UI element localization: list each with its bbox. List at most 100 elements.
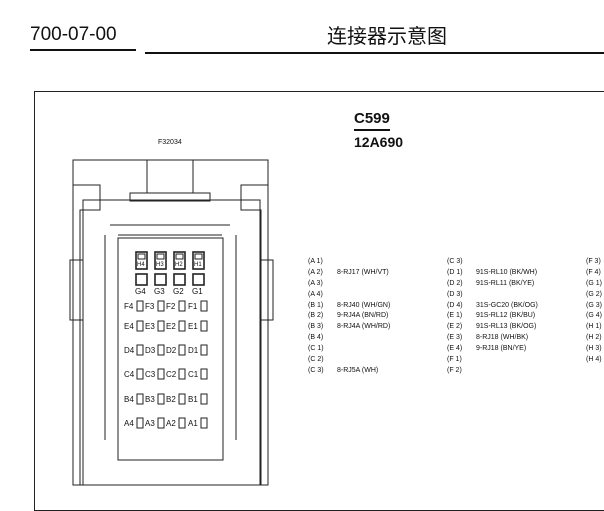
- connector-right-tab: [260, 259, 274, 321]
- connector-top-latch: [146, 159, 194, 194]
- pin-label: C2: [166, 370, 177, 379]
- pin-row: (D 1)91S-RL10 (BK/WH): [447, 268, 538, 279]
- pin-row: (F 1): [447, 355, 538, 366]
- connector-latch-ledge: [129, 192, 211, 202]
- pin-row: (G 4): [586, 311, 604, 322]
- terminal-cavity: [136, 417, 144, 429]
- connector-inner-shell: [82, 199, 261, 486]
- terminal-h-window: [156, 253, 165, 260]
- terminal-h: [154, 251, 167, 270]
- pin-label: F4: [124, 302, 134, 311]
- pin-label: G4: [135, 287, 146, 296]
- terminal-h: [173, 251, 186, 270]
- pin-row: (H 3): [586, 344, 604, 355]
- pin-row: (G 3): [586, 301, 604, 312]
- pin-row: (F 3): [586, 257, 604, 268]
- pin-id: (C 1): [308, 345, 324, 353]
- terminal-g: [154, 273, 167, 286]
- pin-id: (E 2): [447, 323, 463, 331]
- terminal-g: [173, 273, 186, 286]
- wire-circuit: 91S-RL10 (BK/WH): [476, 268, 538, 276]
- pin-id: (G 1): [586, 279, 602, 287]
- pin-id: (H 1): [586, 323, 602, 331]
- pin-label: G2: [173, 287, 184, 296]
- pin-row: (H 1): [586, 322, 604, 333]
- terminal-cavity: [178, 344, 186, 356]
- terminal-cavity: [157, 368, 165, 380]
- pin-id: (C 2): [308, 356, 324, 364]
- pin-row: (D 2)91S-RL11 (BK/YE): [447, 279, 538, 290]
- pin-row: (E 4) 9-RJ18 (BN/YE): [447, 344, 538, 355]
- pin-label: H3: [156, 262, 164, 268]
- pin-row: (H 4): [586, 355, 604, 366]
- wire-circuit: 9-RJ18 (BN/YE): [476, 345, 527, 353]
- wire-circuit: 91S-RL12 (BK/BU): [476, 312, 536, 320]
- connector-name-underline: [354, 129, 390, 131]
- pin-row: (D 3): [447, 290, 538, 301]
- pin-table-col2: (C 3)(D 1)91S-RL10 (BK/WH)(D 2)91S-RL11 …: [447, 257, 538, 377]
- pin-label: C3: [145, 370, 156, 379]
- pin-label: H2: [175, 262, 183, 268]
- connector-left-tab: [69, 259, 83, 321]
- terminal-h: [135, 251, 148, 270]
- pin-row: (B 1) 8-RJ40 (WH/GN): [308, 301, 390, 312]
- pin-label: A4: [124, 419, 134, 428]
- terminal-cavity: [136, 368, 144, 380]
- terminal-cavity: [157, 344, 165, 356]
- terminal-cavity: [200, 344, 208, 356]
- terminal-cavity: [136, 393, 144, 405]
- pin-row: (C 3): [447, 257, 538, 268]
- terminal-cavity: [178, 300, 186, 312]
- wire-circuit: 8-RJ40 (WH/GN): [337, 301, 391, 309]
- pin-label: E2: [166, 322, 176, 331]
- pin-id: (B 2): [308, 312, 324, 320]
- pin-id: (A 3): [308, 279, 323, 287]
- pin-row: (B 3)8-RJ4A (WH/RD): [308, 322, 390, 333]
- wire-circuit: 91S-RL11 (BK/YE): [476, 279, 535, 287]
- connector-part-number: 12A690: [354, 134, 404, 150]
- pin-id: (D 3): [447, 290, 463, 298]
- terminal-cavity: [136, 320, 144, 332]
- pin-label: F1: [188, 302, 198, 311]
- terminal-cavity: [200, 320, 208, 332]
- pin-label: B1: [188, 395, 198, 404]
- pin-label: D4: [124, 346, 135, 355]
- connector-left-rail: [73, 184, 101, 485]
- pin-row: (E 1) 91S-RL12 (BK/BU): [447, 311, 538, 322]
- terminal-g: [192, 273, 205, 286]
- terminal-cavity: [178, 417, 186, 429]
- pin-id: (G 3): [586, 301, 602, 309]
- pin-id: (A 2): [308, 268, 323, 276]
- pin-label: F2: [166, 302, 176, 311]
- pin-id: (H 2): [586, 334, 602, 342]
- terminal-h-window: [194, 253, 203, 260]
- pin-id: (E 1): [447, 312, 463, 320]
- pin-label: A3: [145, 419, 155, 428]
- pin-row: (A 3): [308, 279, 390, 290]
- pin-row: (G 2): [586, 290, 604, 301]
- pin-id: (F 2): [447, 366, 462, 374]
- terminal-cavity: [200, 417, 208, 429]
- pin-label: E1: [188, 322, 198, 331]
- pin-id: (B 4): [308, 334, 324, 342]
- page-title: 连接器示意图: [327, 24, 447, 48]
- pin-id: (C 3): [308, 366, 324, 374]
- pin-label: C1: [188, 370, 199, 379]
- header-rule-right: [145, 52, 604, 54]
- pin-id: (E 4): [447, 345, 463, 353]
- pin-id: (B 1): [308, 301, 324, 309]
- terminal-g: [135, 273, 148, 286]
- header-rule-left: [30, 49, 136, 51]
- connector-inner-step: [110, 224, 230, 236]
- section-code: 700-07-00: [30, 24, 117, 45]
- terminal-cavity: [200, 393, 208, 405]
- pin-label: C4: [124, 370, 135, 379]
- terminal-cavity: [178, 320, 186, 332]
- wire-circuit: 31S-GC20 (BK/OG): [476, 301, 538, 309]
- terminal-h-window: [175, 253, 184, 260]
- pin-label: G1: [192, 287, 203, 296]
- pin-label: D1: [188, 346, 199, 355]
- terminal-cavity: [136, 344, 144, 356]
- pin-row: (C 3)8-RJ5A (WH): [308, 366, 390, 377]
- pin-row: (A 1): [308, 257, 390, 268]
